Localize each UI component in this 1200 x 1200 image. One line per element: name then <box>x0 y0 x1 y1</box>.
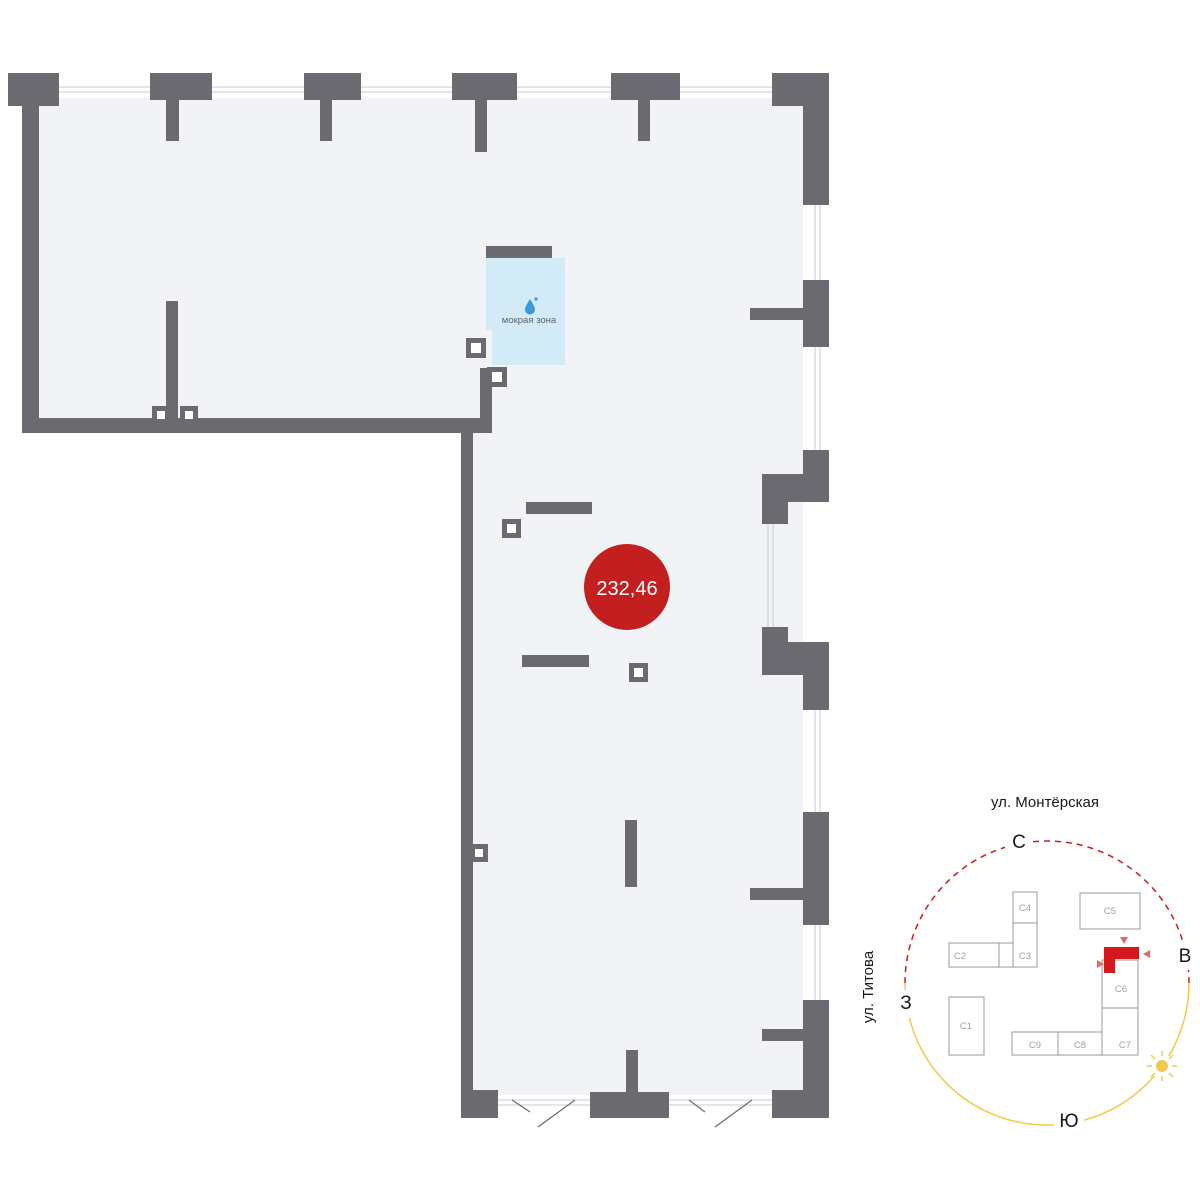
area-badge[interactable]: 232,46 <box>584 544 670 630</box>
building-c7-label: С7 <box>1119 1040 1131 1051</box>
floor-fill <box>38 98 803 1095</box>
building-c2b <box>998 942 1014 968</box>
south-arc <box>904 982 1190 1126</box>
building-c1-label: С1 <box>960 1021 972 1032</box>
wet-zone[interactable]: мокрая зона <box>486 258 565 365</box>
entrance-doors[interactable] <box>511 1099 753 1128</box>
site-buildings <box>948 891 1141 1056</box>
building-c4 <box>1012 891 1038 924</box>
water-drop-icon <box>525 299 535 315</box>
area-value: 232,46 <box>596 578 657 600</box>
building-c1 <box>948 996 985 1056</box>
east-letter: В <box>1179 946 1192 967</box>
building-c9 <box>1011 1031 1059 1056</box>
highlighted-unit[interactable] <box>1104 947 1139 973</box>
building-c4-label: С4 <box>1019 903 1031 914</box>
building-c9-label: С9 <box>1029 1040 1041 1051</box>
water-drop-small-icon <box>534 297 538 301</box>
building-c5-label: С5 <box>1104 906 1116 917</box>
walls <box>8 73 829 1118</box>
building-c2 <box>948 942 1000 968</box>
street-north-label: ул. Монтёрская <box>991 794 1099 811</box>
north-arc <box>904 840 1190 984</box>
windows <box>58 86 821 1106</box>
floor-area <box>38 98 803 1095</box>
building-c2-label: С2 <box>954 951 966 962</box>
south-letter: Ю <box>1059 1111 1078 1132</box>
north-letter: С <box>1012 832 1026 853</box>
sun-icon <box>1147 1051 1177 1081</box>
building-c3-label: С3 <box>1019 951 1031 962</box>
wet-zone-label: мокрая зона <box>502 315 557 326</box>
west-letter: З <box>900 993 911 1014</box>
building-c3 <box>1012 922 1038 968</box>
street-west-label: ул. Титова <box>860 950 877 1023</box>
area-badge-circle <box>584 544 670 630</box>
view-direction-markers <box>1097 937 1150 968</box>
building-c5 <box>1079 892 1141 930</box>
site-compass: ул. Монтёрская ул. Титова С В Ю З <box>860 794 1198 1134</box>
building-c8-label: С8 <box>1074 1040 1086 1051</box>
columns <box>152 338 648 862</box>
building-c6-label: С6 <box>1115 984 1127 995</box>
